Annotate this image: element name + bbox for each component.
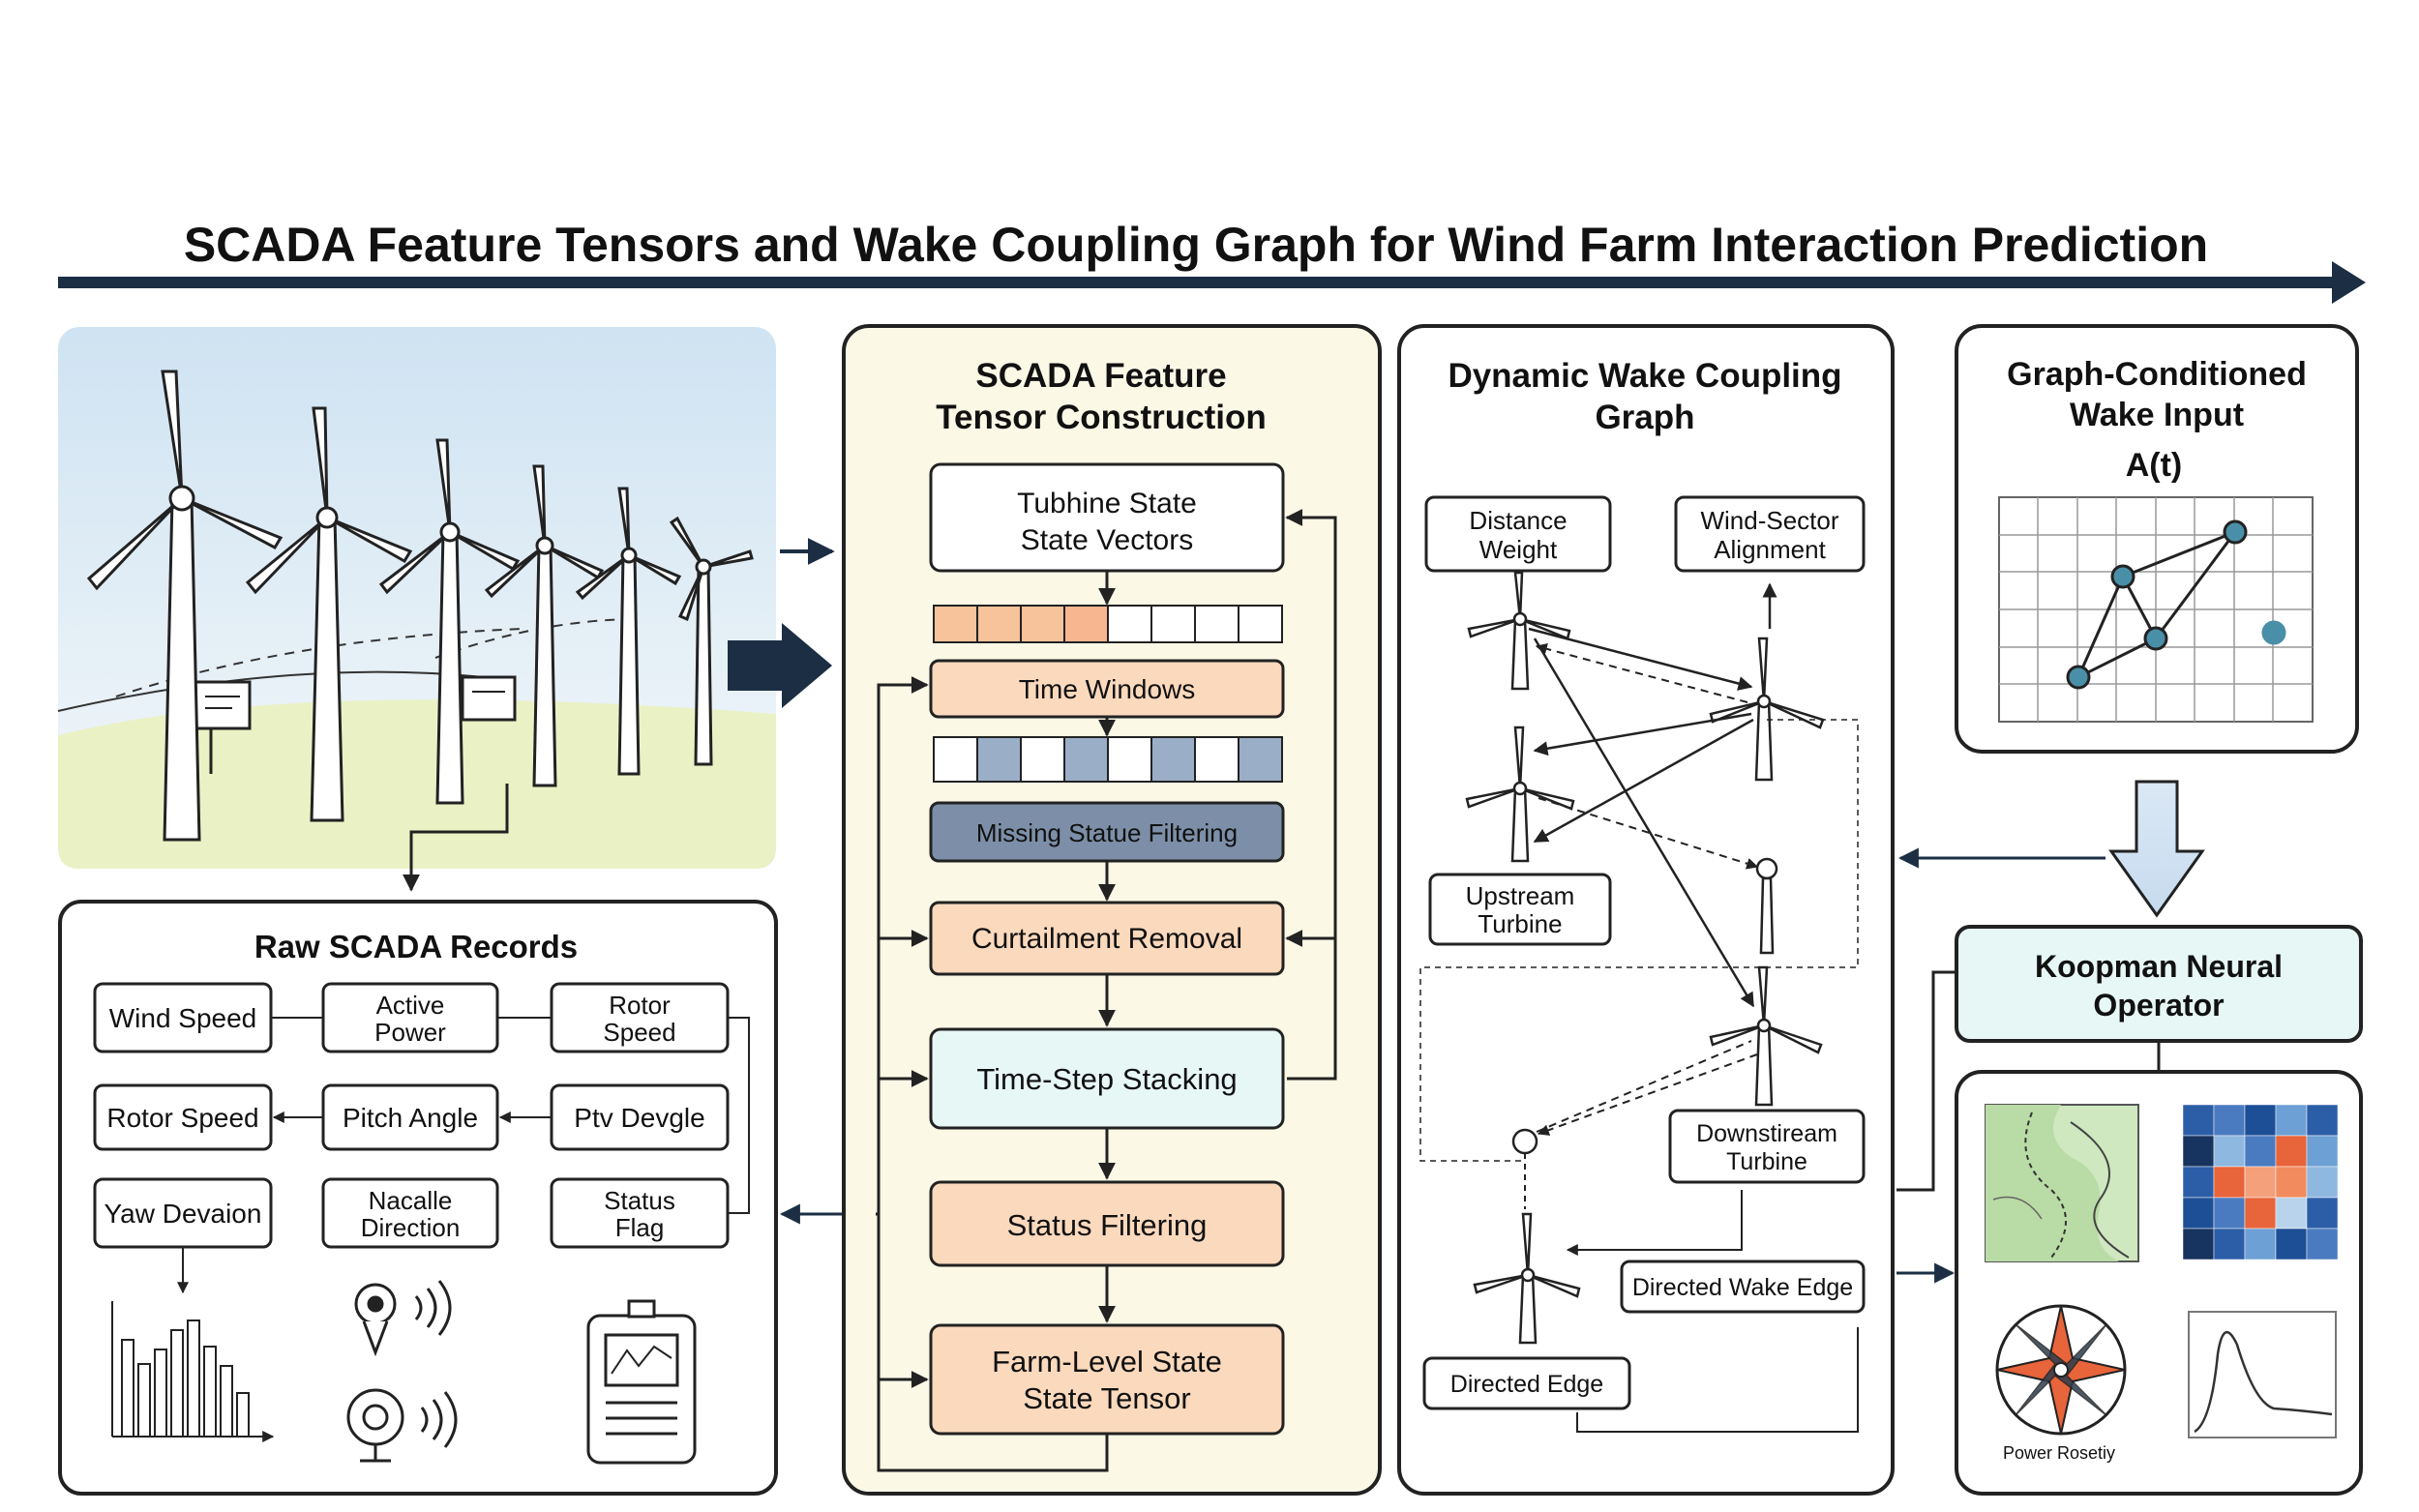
graph-turbine-d (1755, 857, 1778, 955)
directed-edge: Directed Edge (1450, 1371, 1603, 1398)
turbine-5 (575, 487, 682, 776)
koopman-panel: Koopman Neural Operator (1955, 925, 2363, 1043)
feature-title-line2: Tensor Construction (936, 399, 1267, 436)
tensor-strip-1 (933, 605, 1283, 643)
turbine-2 (245, 406, 413, 822)
time-step-stacking: Time-Step Stacking (976, 1062, 1237, 1096)
upstream-turbine-line2: Turbine (1478, 909, 1562, 938)
raw-status-line1: Status (604, 1186, 675, 1215)
turbine-6 (669, 516, 754, 766)
wind-farm-illustration (57, 327, 776, 892)
raw-scada-panel: Raw SCADA Records Wind Speed Active Powe… (58, 900, 778, 1496)
raw-nacelle-line2: Direction (361, 1213, 461, 1242)
raw-active-power-line1: Active (376, 991, 445, 1020)
raw-active-power-line2: Power (374, 1018, 446, 1047)
wake-title-line1: Dynamic Wake Coupling (1448, 357, 1841, 395)
koopman-line1: Koopman Neural (2035, 949, 2283, 984)
raw-nacelle-line1: Nacalle (369, 1186, 453, 1215)
feature-title-line1: SCADA Feature (975, 357, 1226, 395)
raw-rotor-speed-b: Rotor Speed (106, 1103, 258, 1133)
curtailment-removal: Curtailment Removal (971, 923, 1242, 955)
adjacency-grid (1998, 496, 2314, 723)
graph-input-panel: Graph-Conditioned Wake Input A(t) (1955, 324, 2359, 754)
state-vectors-line1: Tubhine State (1017, 488, 1197, 519)
koopman-line2: Operator (2093, 988, 2224, 1023)
page-title: SCADA Feature Tensors and Wake Coupling … (184, 218, 2208, 272)
turbine-1 (86, 370, 284, 842)
distance-weight-line2: Weight (1479, 535, 1558, 564)
power-rose-label: Power Rosetiy (2003, 1443, 2115, 1463)
downstream-turbine-line1: Downstiream (1696, 1120, 1837, 1147)
graph-turbine-c (1465, 726, 1575, 863)
raw-title: Raw SCADA Records (254, 929, 578, 964)
upstream-turbine-line1: Upstream (1466, 881, 1575, 910)
raw-rotor-speed-line2: Speed (603, 1018, 675, 1047)
title-arrowhead (2332, 261, 2366, 304)
tensor-strip-2 (933, 736, 1283, 783)
big-arrow-icon (728, 623, 832, 708)
wind-sector-line2: Alignment (1714, 535, 1826, 564)
camera-signal-icon (346, 1388, 458, 1463)
power-rose-icon (1995, 1304, 2127, 1436)
farm-level-line2: State Tensor (1023, 1381, 1190, 1415)
raw-wind-speed: Wind Speed (109, 1003, 257, 1033)
wind-sector-line1: Wind-Sector (1700, 506, 1838, 535)
raw-yaw: Yaw Devaion (105, 1199, 262, 1229)
graph-input-title-line1: Graph-Conditioned (2007, 356, 2307, 393)
wake-map-icon (1985, 1104, 2139, 1262)
directed-wake-edge: Directed Wake Edge (1632, 1274, 1853, 1301)
distance-weight-line1: Distance (1469, 506, 1567, 535)
down-arrow-icon (2108, 780, 2205, 918)
graph-turbine-f (1511, 1128, 1538, 1155)
raw-pitch-angle: Pitch Angle (343, 1103, 478, 1133)
raw-ptv: Ptv Devgle (574, 1103, 704, 1133)
graph-turbine-b (1709, 637, 1825, 782)
missing-status-filtering: Missing Statue Filtering (976, 818, 1238, 847)
koopman-to-graph-line (1896, 970, 1956, 1192)
graph-input-formula: A(t) (2126, 447, 2183, 484)
heatmap-icon (2182, 1104, 2339, 1260)
graph-turbine-g (1473, 1212, 1581, 1345)
data-logger-icon (586, 1299, 697, 1465)
graph-turbine-a (1467, 571, 1571, 691)
feature-tensor-panel: SCADA Feature Tensor Construction Tubhin… (842, 324, 1382, 1496)
graph-turbine-e (1709, 965, 1823, 1107)
status-filtering: Status Filtering (1007, 1208, 1208, 1242)
anemometer-signal-icon (354, 1280, 452, 1357)
time-windows: Time Windows (1019, 674, 1196, 704)
state-vectors-line2: State Vectors (1021, 524, 1193, 556)
histogram-icon (111, 1301, 275, 1442)
turbine-3 (378, 438, 521, 805)
raw-status-line2: Flag (615, 1213, 665, 1242)
wake-graph-panel: Dynamic Wake Coupling Graph Distance Wei… (1397, 324, 1895, 1496)
wake-title-line2: Graph (1595, 399, 1694, 436)
downstream-turbine-line2: Turbine (1726, 1148, 1807, 1175)
farm-level-line1: Farm-Level State (992, 1345, 1222, 1379)
outputs-panel: Power Rosetiy (1955, 1070, 2363, 1496)
power-curve-plot-icon (2188, 1311, 2337, 1438)
raw-rotor-speed-line1: Rotor (609, 991, 671, 1020)
turbine-4 (484, 464, 605, 787)
adjacency-graph (2066, 519, 2286, 690)
graph-input-title-line2: Wake Input (2070, 397, 2244, 433)
